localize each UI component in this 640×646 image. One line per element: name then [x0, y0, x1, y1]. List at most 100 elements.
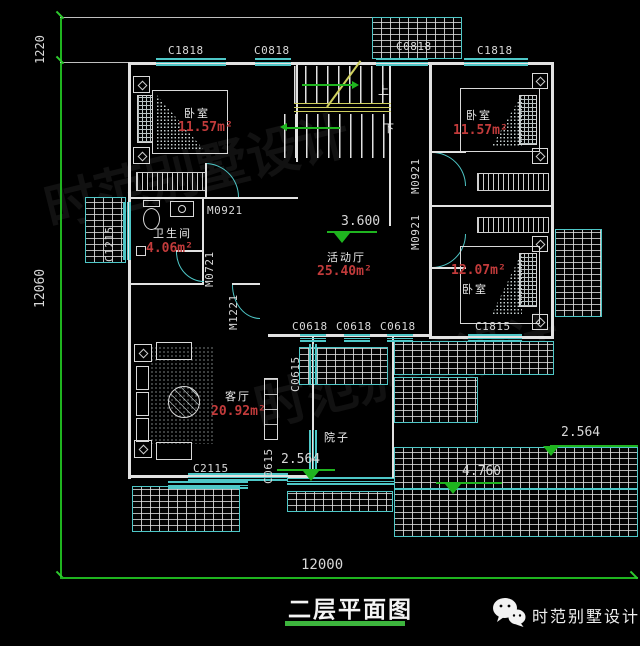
window-c2115-living: [188, 473, 288, 481]
toilet-tank: [143, 200, 160, 207]
door-arc-bathroom: [176, 252, 204, 282]
wall-courtyard-east: [392, 336, 394, 478]
window-c0618-1: [300, 334, 326, 342]
door-leaf-bathroom: [176, 250, 204, 252]
sofa-seat: [136, 366, 149, 390]
room-label-bedroom-se: 卧室: [462, 283, 488, 296]
dimension-line-bottom: [60, 577, 638, 579]
stair-arrow-up-line: [302, 84, 354, 86]
window-label: C0618: [336, 320, 372, 333]
door-label: M0921: [409, 214, 422, 250]
door-leaf-living: [232, 283, 260, 285]
armchair: [156, 342, 192, 360]
room-label-living: 客厅: [225, 390, 251, 403]
elevation-triangle: [543, 446, 559, 456]
floor-drain: [136, 246, 146, 256]
door-arc-bedroom-ne: [432, 152, 466, 186]
window-c0618-2: [344, 334, 370, 342]
window-c0618-3: [387, 334, 413, 342]
nightstand: [133, 76, 150, 93]
door-label: M0921: [207, 204, 243, 217]
bed-frame: [460, 246, 540, 324]
door-label: M0921: [409, 158, 422, 194]
window-c0615-1: [309, 344, 317, 384]
elevation-courtyard: 2.564: [281, 452, 321, 467]
window-c0818-stair: [376, 58, 428, 66]
elevation-hall: 3.600: [341, 214, 381, 229]
sofa-seat: [136, 392, 149, 416]
title-underline: [285, 621, 405, 626]
extension-line-wall: [60, 62, 128, 63]
nightstand: [532, 236, 548, 252]
courtyard-railing: [287, 477, 394, 485]
wardrobe: [136, 172, 206, 191]
brand-name: 时范别墅设计: [532, 607, 640, 626]
door-leaf-bedroom-ne: [432, 151, 466, 153]
elevation-roof: 4.760: [462, 464, 502, 479]
window-label: C1815: [475, 320, 511, 333]
area-label-family-hall: 25.40m²: [317, 264, 372, 279]
sink-basin: [178, 205, 186, 213]
roof-bottom-left: [132, 486, 240, 532]
room-label-bathroom: 卫生间: [153, 227, 192, 240]
wall-bathroom-east: [202, 197, 204, 285]
room-label-bedroom-ne: 卧室: [466, 109, 492, 122]
window-c0818-nw: [255, 58, 291, 66]
elevation-line: [550, 445, 638, 447]
bed-frame: [460, 88, 540, 152]
door-leaf-bedroom-se: [432, 267, 466, 269]
dimension-total-height: 12060: [33, 268, 48, 308]
side-table: [134, 440, 152, 458]
balcony-top: [372, 17, 462, 59]
wall-bedroom-nw-south: [128, 197, 298, 199]
wechat-icon: [493, 598, 526, 627]
elevation-triangle: [334, 233, 350, 243]
elevation-triangle: [303, 471, 319, 481]
stair-flight-lower: [284, 114, 390, 158]
wall-corridor-east: [429, 62, 432, 339]
stair-down-label: 下: [383, 122, 396, 135]
door-label: M1221: [227, 294, 240, 330]
area-label-bedroom-se: 12.07m²: [451, 263, 506, 278]
wall-stair-west: [296, 62, 298, 162]
wall-bedroom-ne-south: [429, 205, 554, 207]
area-label-bedroom-nw: 11.57m²: [178, 120, 233, 135]
window-label: C0615: [289, 356, 302, 392]
window-c1215-left: [123, 202, 131, 260]
terrace-railing-left: [168, 481, 248, 489]
elevation-line: [436, 482, 502, 484]
stair-arrow-up-head: [352, 81, 359, 89]
elevation-triangle: [445, 484, 461, 494]
roof-south-of-bedroom: [394, 341, 554, 375]
nightstand: [133, 147, 150, 164]
door-leaf-bedroom-nw: [205, 163, 207, 197]
wall-exterior-top: [128, 62, 554, 65]
tv-cabinet: [264, 378, 278, 440]
wall-exterior-left: [128, 62, 131, 479]
window-label: C1215: [103, 226, 116, 262]
coffee-table: [168, 386, 200, 418]
wall-courtyard-west: [312, 334, 314, 478]
room-label-courtyard: 院子: [324, 431, 350, 444]
room-label-family-hall: 活动厅: [327, 251, 366, 264]
window-c1818-nw: [156, 58, 226, 66]
stair-up-label: 上: [378, 84, 391, 97]
sofa-seat: [136, 418, 149, 442]
elevation-line: [277, 469, 335, 471]
nightstand: [532, 314, 548, 330]
window-label: C0618: [380, 320, 416, 333]
elevation-terrace-right: 2.564: [561, 425, 601, 440]
dimension-total-width: 12000: [301, 557, 344, 573]
window-c1815-se: [468, 334, 522, 342]
dimension-balcony-depth: 1220: [33, 35, 47, 64]
wardrobe: [477, 173, 549, 191]
wall-bathroom-south: [128, 283, 204, 285]
side-table: [134, 344, 152, 362]
window-label: C0618: [292, 320, 328, 333]
window-label: C0615: [262, 448, 275, 484]
nightstand: [532, 73, 548, 89]
dimension-line-left: [60, 17, 62, 578]
nightstand: [532, 148, 548, 164]
elevation-line: [327, 231, 377, 233]
